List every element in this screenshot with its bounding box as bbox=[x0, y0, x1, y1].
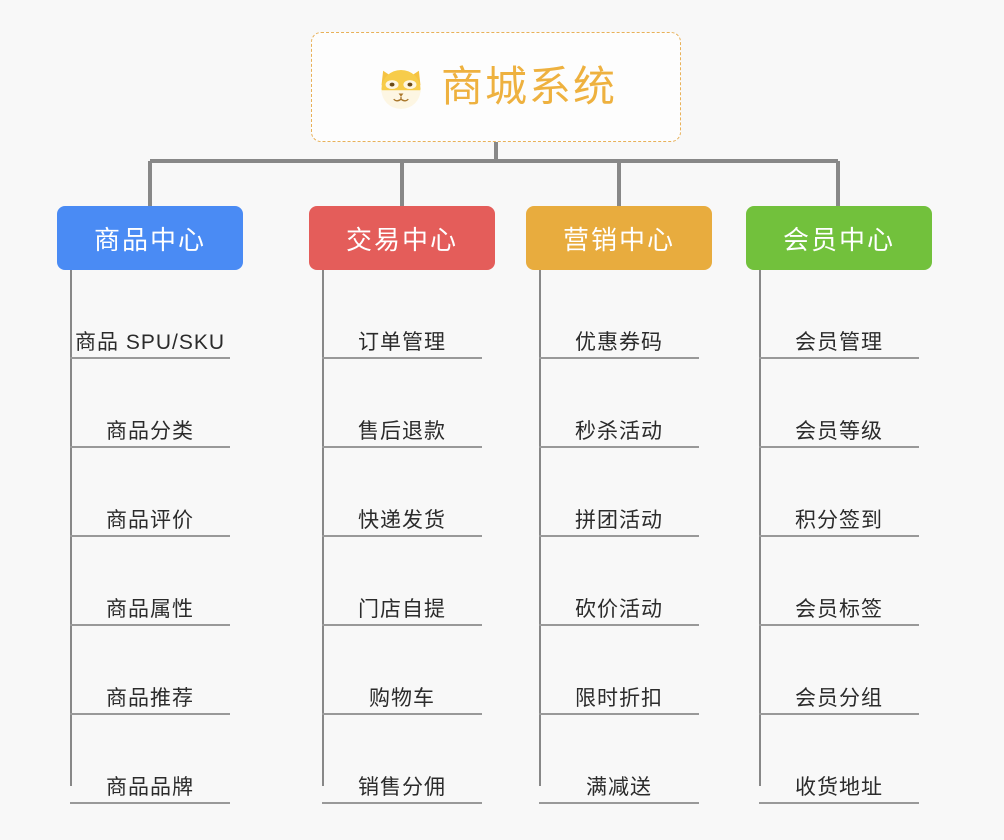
leaf-item[interactable]: 销售分佣 bbox=[322, 715, 482, 804]
leaf-item[interactable]: 门店自提 bbox=[322, 537, 482, 626]
leaf-label: 收货地址 bbox=[795, 775, 883, 799]
leaf-item[interactable]: 积分签到 bbox=[759, 448, 919, 537]
leaf-label: 购物车 bbox=[369, 686, 435, 710]
leaf-item[interactable]: 优惠券码 bbox=[539, 270, 699, 359]
leaf-item[interactable]: 拼团活动 bbox=[539, 448, 699, 537]
leaf-item[interactable]: 商品属性 bbox=[70, 537, 230, 626]
leaf-list-0: 商品 SPU/SKU 商品分类 商品评价 商品属性 商品推荐 商品品牌 bbox=[57, 270, 243, 804]
leaf-item[interactable]: 商品分类 bbox=[70, 359, 230, 448]
leaf-label: 快递发货 bbox=[358, 508, 446, 532]
leaf-item[interactable]: 收货地址 bbox=[759, 715, 919, 804]
branch-header-1[interactable]: 交易中心 bbox=[309, 206, 495, 270]
leaf-label: 优惠券码 bbox=[575, 330, 663, 354]
root-title: 商城系统 bbox=[440, 63, 617, 110]
leaf-label: 会员管理 bbox=[795, 330, 883, 354]
leaf-item[interactable]: 购物车 bbox=[322, 626, 482, 715]
leaf-list-2: 优惠券码 秒杀活动 拼团活动 砍价活动 限时折扣 满减送 bbox=[526, 270, 712, 804]
leaf-item[interactable]: 订单管理 bbox=[322, 270, 482, 359]
leaf-item[interactable]: 满减送 bbox=[539, 715, 699, 804]
branch-column-0: 商品中心 商品 SPU/SKU 商品分类 商品评价 商品属性 商品推荐 商品品牌 bbox=[57, 206, 243, 804]
leaf-item[interactable]: 售后退款 bbox=[322, 359, 482, 448]
leaf-label: 商品评价 bbox=[106, 508, 194, 532]
leaf-item[interactable]: 限时折扣 bbox=[539, 626, 699, 715]
leaf-label: 积分签到 bbox=[795, 508, 883, 532]
leaf-label: 会员等级 bbox=[795, 419, 883, 443]
leaf-item[interactable]: 会员管理 bbox=[759, 270, 919, 359]
leaf-label: 会员标签 bbox=[795, 597, 883, 621]
branch-header-0[interactable]: 商品中心 bbox=[57, 206, 243, 270]
leaf-label: 商品分类 bbox=[106, 419, 194, 443]
leaf-label: 售后退款 bbox=[358, 419, 446, 443]
leaf-item[interactable]: 砍价活动 bbox=[539, 537, 699, 626]
leaf-item[interactable]: 会员标签 bbox=[759, 537, 919, 626]
leaf-item[interactable]: 商品 SPU/SKU bbox=[70, 270, 230, 359]
branch-column-3: 会员中心 会员管理 会员等级 积分签到 会员标签 会员分组 收货地址 bbox=[746, 206, 932, 804]
leaf-item[interactable]: 会员等级 bbox=[759, 359, 919, 448]
branch-header-label-2: 营销中心 bbox=[562, 224, 675, 255]
branch-column-2: 营销中心 优惠券码 秒杀活动 拼团活动 砍价活动 限时折扣 满减送 bbox=[526, 206, 712, 804]
dog-face-icon bbox=[381, 69, 421, 109]
leaf-item[interactable]: 会员分组 bbox=[759, 626, 919, 715]
branch-header-label-1: 交易中心 bbox=[345, 224, 458, 255]
leaf-item[interactable]: 商品品牌 bbox=[70, 715, 230, 804]
leaf-label: 满减送 bbox=[586, 775, 652, 799]
branch-column-1: 交易中心 订单管理 售后退款 快递发货 门店自提 购物车 销售分佣 bbox=[309, 206, 495, 804]
leaf-label: 拼团活动 bbox=[575, 508, 663, 532]
leaf-label: 商品属性 bbox=[106, 597, 194, 621]
leaf-label: 销售分佣 bbox=[358, 775, 446, 799]
branch-header-3[interactable]: 会员中心 bbox=[746, 206, 932, 270]
branch-header-label-0: 商品中心 bbox=[93, 224, 206, 255]
leaf-label: 商品品牌 bbox=[106, 775, 194, 799]
branch-header-label-3: 会员中心 bbox=[782, 224, 895, 255]
leaf-label: 秒杀活动 bbox=[575, 419, 663, 443]
leaf-label: 限时折扣 bbox=[575, 686, 663, 710]
leaf-label: 商品 SPU/SKU bbox=[74, 330, 226, 354]
leaf-label: 门店自提 bbox=[358, 597, 446, 621]
leaf-item[interactable]: 商品推荐 bbox=[70, 626, 230, 715]
leaf-label: 订单管理 bbox=[358, 330, 446, 354]
root-node[interactable]: 商城系统 bbox=[311, 32, 681, 142]
branch-header-2[interactable]: 营销中心 bbox=[526, 206, 712, 270]
leaf-item[interactable]: 秒杀活动 bbox=[539, 359, 699, 448]
leaf-list-3: 会员管理 会员等级 积分签到 会员标签 会员分组 收货地址 bbox=[746, 270, 932, 804]
leaf-label: 商品推荐 bbox=[106, 686, 194, 710]
leaf-label: 会员分组 bbox=[795, 686, 883, 710]
leaf-list-1: 订单管理 售后退款 快递发货 门店自提 购物车 销售分佣 bbox=[309, 270, 495, 804]
leaf-item[interactable]: 商品评价 bbox=[70, 448, 230, 537]
leaf-item[interactable]: 快递发货 bbox=[322, 448, 482, 537]
leaf-label: 砍价活动 bbox=[575, 597, 663, 621]
